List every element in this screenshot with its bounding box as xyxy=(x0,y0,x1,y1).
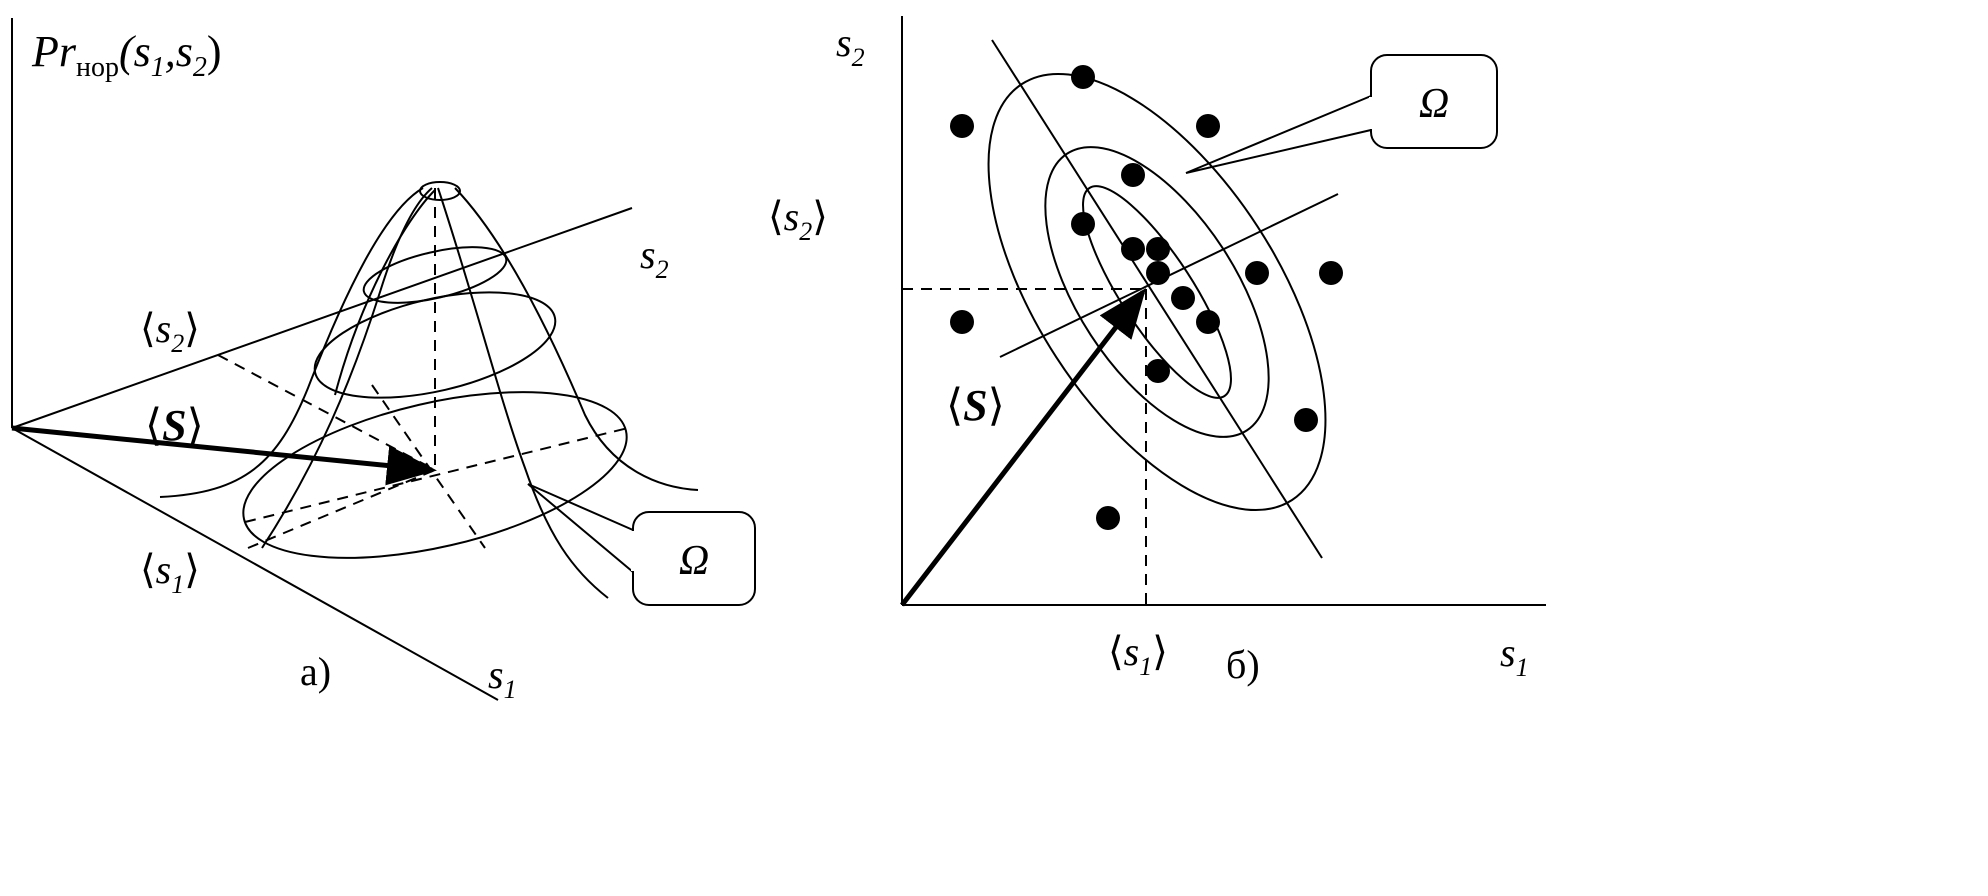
omega-label-a: Ω xyxy=(679,538,709,584)
s1-axis-label-a: s1 xyxy=(488,652,517,704)
scatter-point xyxy=(1245,261,1269,285)
omega-callout-pointer xyxy=(527,483,634,573)
mean-vector-arrow-b xyxy=(900,288,1147,607)
scatter-point xyxy=(1096,506,1120,530)
s1-axis-3d xyxy=(11,427,499,701)
omega-label-b: Ω xyxy=(1419,81,1449,127)
caption-a: а) xyxy=(300,649,331,694)
mean-vector-arrow xyxy=(11,425,437,486)
bell-curve-back xyxy=(334,189,436,396)
scatter-point xyxy=(1319,261,1343,285)
scatter-point xyxy=(1196,114,1220,138)
scatter-point xyxy=(1146,237,1170,261)
contour-ellipse-upper xyxy=(362,246,508,304)
mean-vector-label-b: ⟨S⟩ xyxy=(946,381,1005,430)
mean-s1-label-b: ⟨s1⟩ xyxy=(1108,629,1168,681)
omega-callout-pointer-b xyxy=(1185,95,1372,174)
bell-curve-front-b xyxy=(437,187,609,599)
scatter-ellipse-outer xyxy=(987,72,1327,512)
s2-axis-3d xyxy=(11,207,633,429)
scatter-points xyxy=(950,65,1343,530)
z-axis-label: Prнор(s1,s2) xyxy=(31,27,222,83)
major-principal-axis xyxy=(991,39,1323,559)
scatter-point xyxy=(1196,310,1220,334)
scatter-point xyxy=(1121,163,1145,187)
mean-vector-label-a: ⟨S⟩ xyxy=(145,401,204,450)
projection-s1-dashed xyxy=(247,469,436,549)
scatter-point xyxy=(1171,286,1195,310)
bell-curve-front-a xyxy=(261,187,433,549)
scatter-point xyxy=(1071,65,1095,89)
scatter-point xyxy=(1146,261,1170,285)
base-major-axis-dashed xyxy=(244,427,629,523)
mean-s1-label-a: ⟨s1⟩ xyxy=(140,547,200,599)
s1-axis-label-b: s1 xyxy=(1500,630,1529,682)
scatter-point xyxy=(950,310,974,334)
panel-a: Ω Prнор(s1,s2) s2 s1 ⟨s2⟩ ⟨s1⟩ ⟨S⟩ а) xyxy=(11,18,756,704)
projection-s2-dashed xyxy=(217,354,436,471)
mean-s2-label-b: ⟨s2⟩ xyxy=(768,194,828,246)
scatter-point xyxy=(950,114,974,138)
contour-ellipse-base xyxy=(242,391,628,559)
scatter-point xyxy=(1294,408,1318,432)
s2-axis-label-b: s2 xyxy=(836,20,865,72)
bell-curve-left xyxy=(159,187,424,498)
s2-axis-label-a: s2 xyxy=(640,232,669,284)
scatter-point xyxy=(1146,359,1170,383)
scatter-ellipse-middle xyxy=(1044,146,1270,438)
bell-curve-right xyxy=(454,187,699,491)
scatter-point xyxy=(1071,212,1095,236)
scatter-point xyxy=(1121,237,1145,261)
caption-b: б) xyxy=(1226,642,1260,687)
panel-b: Ω s2 s1 ⟨s2⟩ ⟨s1⟩ ⟨S⟩ б) xyxy=(768,16,1546,687)
mean-s2-label-a: ⟨s2⟩ xyxy=(140,306,200,358)
